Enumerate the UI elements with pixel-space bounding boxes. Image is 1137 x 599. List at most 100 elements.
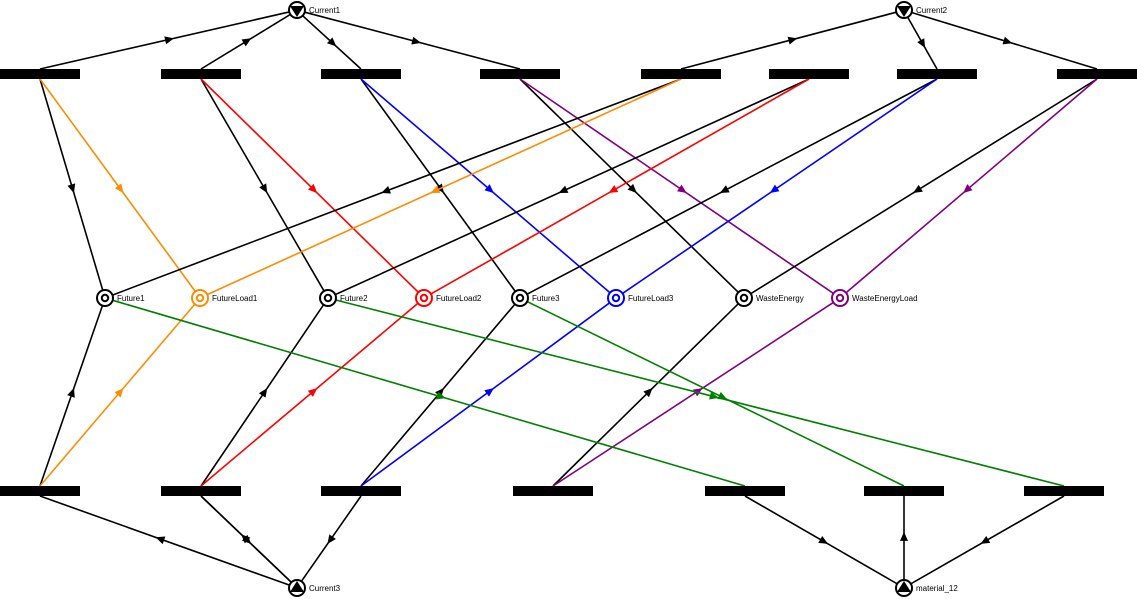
place-current3[interactable]: Current3 — [288, 579, 341, 597]
transition-t3[interactable] — [321, 69, 401, 79]
arc-future3-b6 — [526, 300, 905, 487]
arrowhead-icon — [484, 184, 494, 194]
arrowhead-icon — [608, 185, 619, 194]
target-place-center-icon — [835, 293, 845, 303]
arc-b1-futureload1 — [39, 303, 196, 487]
transition-t4[interactable] — [480, 69, 560, 79]
arc-t4-wasteenergyload — [519, 78, 834, 295]
arrowhead-icon — [677, 184, 687, 194]
transition-b2[interactable] — [161, 486, 241, 496]
transition-b5[interactable] — [705, 486, 785, 496]
arrowhead-icon — [114, 183, 124, 194]
arrowhead-icon — [558, 185, 569, 193]
arc-t4-wasteenergy — [519, 78, 739, 293]
place-label: Current1 — [309, 6, 341, 15]
transition-b3[interactable] — [321, 486, 401, 496]
transition-t6[interactable] — [769, 69, 849, 79]
transitions-layer — [0, 69, 1137, 496]
arrowhead-icon — [769, 184, 780, 194]
place-futureload2[interactable]: FutureLoad2 — [415, 289, 482, 307]
transition-b4[interactable] — [513, 486, 593, 496]
arrowhead-icon — [900, 531, 908, 541]
place-futureload1[interactable]: FutureLoad1 — [191, 289, 258, 307]
place-wasteenergy[interactable]: WasteEnergy — [735, 289, 804, 307]
arc-t6-futureload2 — [430, 78, 810, 295]
arrowhead-icon — [917, 38, 926, 49]
transition-b6[interactable] — [864, 486, 944, 496]
target-place-center-icon — [323, 293, 333, 303]
place-label: FutureLoad2 — [436, 294, 482, 303]
place-label: Future3 — [532, 294, 560, 303]
arrowhead-icon — [818, 535, 829, 544]
triangle-up-icon — [290, 581, 304, 592]
arrowhead-icon — [259, 183, 268, 194]
arrowhead-icon — [1002, 36, 1013, 45]
place-label: Future1 — [117, 294, 145, 303]
arrowhead-icon — [326, 37, 337, 47]
arc-b2-futureload2 — [200, 302, 419, 487]
arc-t5-future1 — [112, 78, 682, 296]
arrowhead-icon — [114, 388, 124, 398]
arc-t5-futureload1 — [206, 78, 682, 296]
arrowhead-icon — [963, 184, 973, 194]
place-current1[interactable]: Current1 — [288, 1, 341, 19]
transition-t5[interactable] — [641, 69, 721, 79]
place-label: Current2 — [916, 6, 948, 15]
triangle-down-icon — [290, 6, 304, 17]
place-label: WasteEnergyLoad — [852, 294, 918, 303]
arc-t1-futureload1 — [39, 78, 196, 292]
place-futureload3[interactable]: FutureLoad3 — [607, 289, 674, 307]
arc-t8-wasteenergy — [750, 78, 1098, 295]
transition-b7[interactable] — [1024, 486, 1104, 496]
arrowhead-icon — [436, 391, 446, 400]
arc-t1-current1 — [39, 11, 290, 70]
transition-t8[interactable] — [1057, 69, 1137, 79]
transition-b1[interactable] — [0, 486, 80, 496]
place-label: Future2 — [340, 294, 368, 303]
arc-future2-b7 — [335, 299, 1065, 487]
arrowhead-icon — [67, 183, 76, 194]
arrowhead-icon — [155, 536, 166, 545]
arc-b3-futureload3 — [360, 302, 611, 487]
place-wasteenergyload[interactable]: WasteEnergyLoad — [831, 289, 918, 307]
arrowhead-icon — [719, 185, 730, 194]
transition-t1[interactable] — [0, 69, 80, 79]
arc-future1-b5 — [112, 299, 746, 487]
arc-b4-wasteenergyload — [552, 301, 834, 487]
arc-t2-future2 — [200, 78, 325, 292]
target-place-center-icon — [739, 293, 749, 303]
arrowhead-icon — [980, 535, 991, 544]
arcs-layer — [39, 11, 1098, 586]
arc-t7-future3 — [526, 78, 938, 295]
arrowhead-icon — [164, 36, 174, 45]
arrowhead-icon — [709, 391, 719, 400]
triangle-up-icon — [897, 581, 911, 592]
arrowhead-icon — [241, 534, 252, 544]
target-place-center-icon — [611, 293, 621, 303]
arc-t8-wasteenergyload — [845, 78, 1098, 294]
arrowhead-icon — [381, 186, 391, 194]
transition-t7[interactable] — [897, 69, 977, 79]
arrowhead-icon — [787, 36, 798, 45]
place-material12[interactable]: material_12 — [895, 579, 958, 597]
arrowhead-icon — [67, 387, 75, 398]
arc-t6-future2 — [334, 78, 810, 296]
place-future3[interactable]: Future3 — [511, 289, 560, 307]
place-future1[interactable]: Future1 — [96, 289, 145, 307]
arc-b4-wasteenergy — [552, 303, 739, 487]
place-current2[interactable]: Current2 — [895, 1, 948, 19]
arrowhead-icon — [307, 388, 318, 397]
arrowhead-icon — [430, 185, 441, 193]
target-place-center-icon — [515, 293, 525, 303]
place-future2[interactable]: Future2 — [319, 289, 368, 307]
arrowhead-icon — [308, 183, 318, 194]
place-label: Current3 — [309, 584, 341, 593]
arc-t7-futureload3 — [622, 78, 938, 295]
arrowhead-icon — [643, 388, 653, 398]
arrowhead-icon — [717, 391, 728, 400]
transition-t2[interactable] — [161, 69, 241, 79]
arrowhead-icon — [411, 36, 422, 45]
target-place-center-icon — [100, 293, 110, 303]
